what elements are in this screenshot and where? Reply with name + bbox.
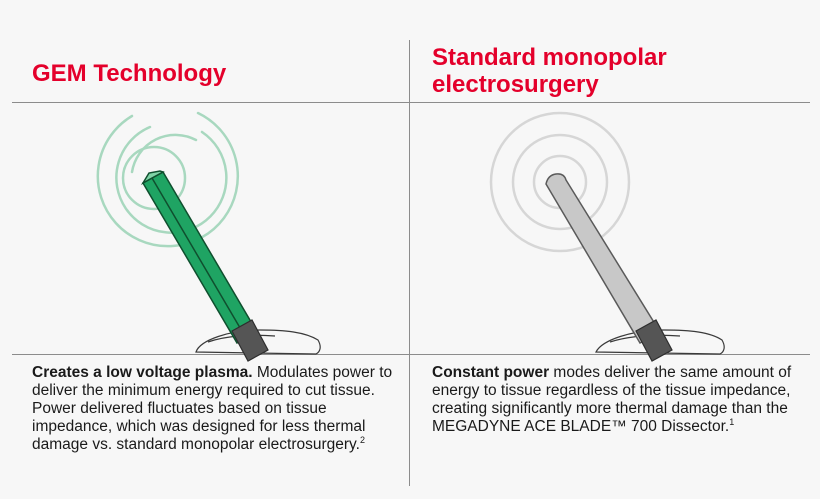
standard-description-body: modes deliver the same amount of energy … bbox=[432, 364, 792, 435]
gem-energy-waves bbox=[96, 111, 239, 248]
center-divider bbox=[409, 40, 410, 486]
standard-description: Constant power modes deliver the same am… bbox=[432, 364, 802, 436]
gem-technology-title: GEM Technology bbox=[32, 60, 227, 87]
standard-instrument bbox=[545, 173, 673, 362]
gem-wave-outer bbox=[96, 111, 239, 248]
top-divider bbox=[12, 102, 810, 103]
gem-description: Creates a low voltage plasma. Modulates … bbox=[32, 364, 402, 454]
gem-description-lead: Creates a low voltage plasma. bbox=[32, 364, 253, 381]
standard-description-lead: Constant power bbox=[432, 364, 550, 381]
gem-wave-2 bbox=[130, 133, 198, 174]
gem-footnote: 2 bbox=[359, 434, 365, 445]
standard-monopolar-title: Standard monopolar electrosurgery bbox=[432, 44, 667, 98]
gem-wave-inner bbox=[121, 145, 187, 211]
standard-wave-middle bbox=[511, 133, 609, 231]
gem-description-body: Modulates power to deliver the minimum e… bbox=[32, 364, 393, 453]
standard-wave-outer bbox=[489, 111, 631, 253]
bottom-divider bbox=[12, 354, 810, 355]
gem-instrument bbox=[140, 170, 269, 362]
gem-wave-3 bbox=[115, 125, 228, 234]
standard-footnote: 1 bbox=[729, 416, 735, 427]
